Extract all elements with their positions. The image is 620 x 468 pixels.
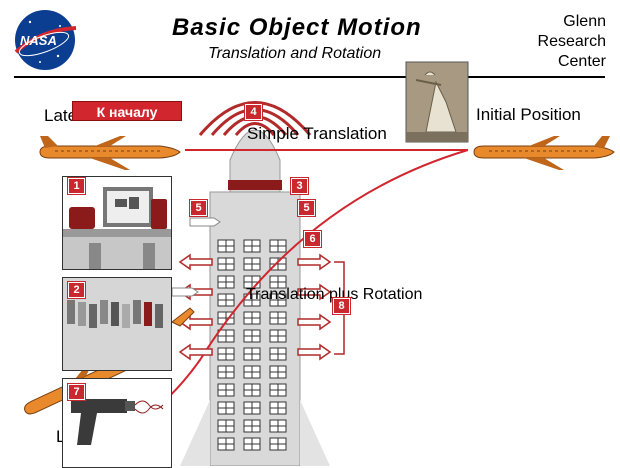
window	[243, 311, 261, 325]
window	[217, 257, 235, 271]
bottle	[67, 300, 75, 324]
window	[243, 401, 261, 415]
nasa-logo-text: NASA	[20, 33, 57, 48]
window	[269, 293, 287, 307]
building-windows	[217, 239, 287, 451]
window	[217, 437, 235, 451]
window	[217, 347, 235, 361]
bottle	[133, 300, 141, 324]
window	[269, 365, 287, 379]
bottle	[78, 302, 86, 326]
org-name: Glenn Research Center	[538, 12, 606, 72]
panel-luggage-scanner[interactable]	[62, 176, 172, 270]
window	[217, 329, 235, 343]
window	[217, 419, 235, 433]
window	[243, 239, 261, 253]
badge-7[interactable]: 7	[68, 384, 85, 400]
badge-4[interactable]: 4	[245, 104, 262, 120]
bottle	[155, 304, 163, 328]
nasa-logo-icon	[14, 10, 77, 70]
airplane-initial-icon	[473, 136, 615, 170]
window	[269, 329, 287, 343]
window	[269, 419, 287, 433]
badge-2[interactable]: 2	[68, 282, 85, 298]
badge-6[interactable]: 6	[304, 231, 321, 247]
double-arrows	[178, 253, 332, 361]
pointer-arrow	[189, 217, 221, 227]
badge-8[interactable]: 8	[333, 298, 350, 314]
translation-rotation-label: Translation plus Rotation	[246, 286, 423, 303]
window	[217, 401, 235, 415]
bottle	[111, 302, 119, 326]
window	[269, 383, 287, 397]
window	[269, 347, 287, 361]
window	[269, 275, 287, 289]
signal-arcs	[198, 101, 312, 136]
window	[217, 293, 235, 307]
badge-3[interactable]: 3	[291, 178, 308, 194]
bottle	[144, 302, 152, 326]
window	[243, 365, 261, 379]
airplane-tail-icon	[171, 307, 195, 327]
badge-5a[interactable]: 5	[190, 200, 207, 216]
org-line-3: Center	[557, 53, 606, 70]
window	[269, 239, 287, 253]
window	[243, 437, 261, 451]
window	[217, 383, 235, 397]
window	[217, 275, 235, 289]
bottom-left-letter: L	[56, 427, 66, 446]
window	[269, 401, 287, 415]
window	[217, 239, 235, 253]
back-to-start-button[interactable]: К началу	[72, 101, 182, 121]
window	[217, 365, 235, 379]
bottle	[122, 304, 130, 328]
badge-5b[interactable]: 5	[298, 200, 315, 216]
bottle	[89, 304, 97, 328]
airplane-later-icon	[39, 136, 181, 170]
initial-position-label: Initial Position	[476, 105, 581, 124]
window	[243, 329, 261, 343]
page-subtitle: Translation and Rotation	[208, 45, 382, 62]
org-line-2: Research	[537, 33, 606, 50]
badge-1[interactable]: 1	[68, 178, 85, 194]
luggage-scanner-icon	[63, 187, 171, 269]
window	[243, 347, 261, 361]
window	[243, 419, 261, 433]
org-line-1: Glenn	[563, 13, 606, 30]
window	[269, 437, 287, 451]
page-title: Basic Object Motion	[172, 14, 422, 41]
window	[243, 383, 261, 397]
simple-translation-label: Simple Translation	[247, 124, 387, 143]
bottle	[100, 300, 108, 324]
pointer-arrow-2	[171, 287, 199, 297]
window	[269, 311, 287, 325]
dancer-photo-icon	[405, 61, 469, 143]
window	[243, 257, 261, 271]
